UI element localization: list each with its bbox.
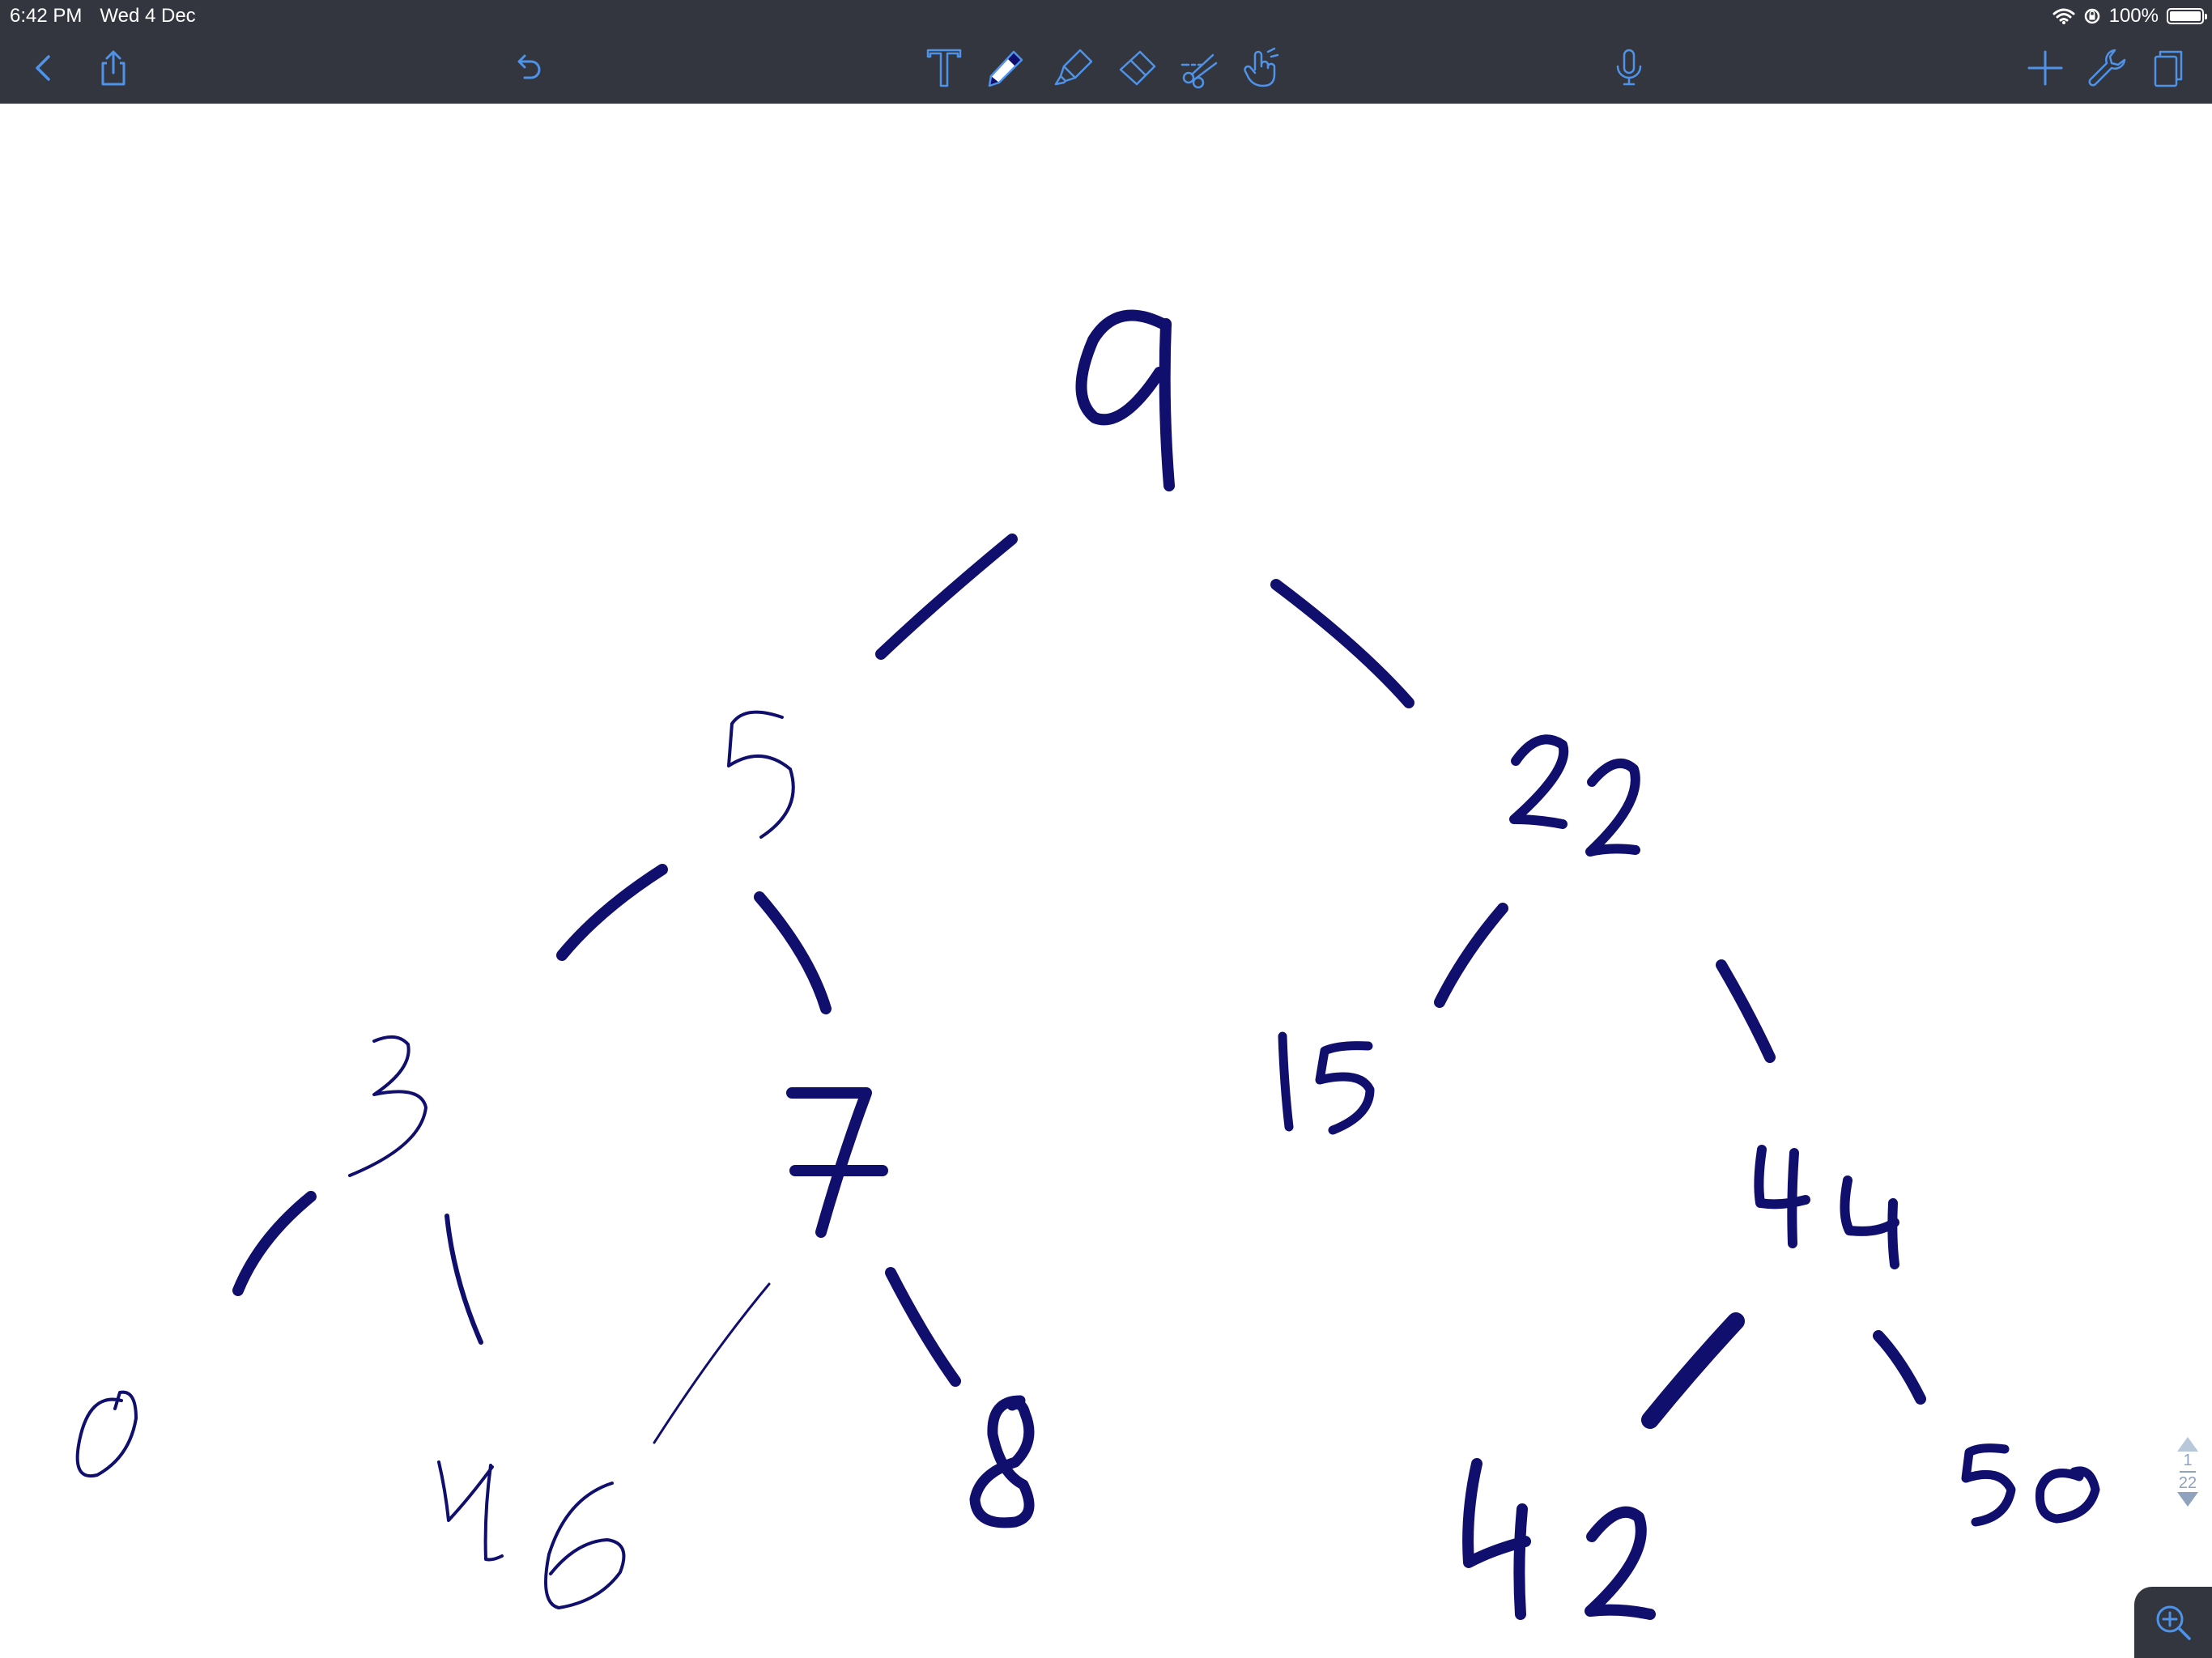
node-50	[1961, 1443, 2100, 1527]
node-0	[75, 1390, 138, 1478]
edge-7-6	[653, 1282, 771, 1444]
text-tool-icon	[926, 49, 962, 87]
node-42	[1462, 1458, 1656, 1620]
battery-icon	[2167, 8, 2207, 24]
orientation-lock-icon	[2084, 8, 2099, 24]
edge-3-4	[445, 1214, 483, 1345]
hand-pointer-icon	[1244, 47, 1279, 87]
node-8	[969, 1395, 1035, 1528]
undo-icon	[517, 54, 541, 79]
wrench-icon	[2088, 49, 2126, 87]
edge-9-22	[1270, 579, 1414, 708]
hand-tool-button[interactable]	[1234, 42, 1286, 94]
microphone-icon	[1616, 49, 1642, 86]
add-page-button[interactable]	[2019, 42, 2071, 94]
pen-tool-icon	[988, 50, 1023, 87]
text-tool-button[interactable]	[918, 42, 970, 94]
toolbar	[0, 32, 2212, 104]
wifi-icon	[2052, 8, 2075, 24]
pen-tool-button[interactable]	[978, 42, 1030, 94]
previous-page-icon[interactable]	[2177, 1437, 2198, 1452]
total-pages-number: 22	[2178, 1474, 2197, 1492]
status-bar: 6:42 PM Wed 4 Dec 100%	[0, 0, 2212, 32]
node-22	[1509, 734, 1640, 857]
status-time: 6:42 PM	[10, 5, 83, 27]
note-canvas[interactable]	[0, 104, 2212, 1658]
status-time-date: 6:42 PM Wed 4 Dec	[10, 5, 214, 28]
undo-button[interactable]	[502, 42, 554, 94]
handwriting-layer	[75, 309, 2100, 1620]
eraser-tool-button[interactable]	[1111, 42, 1163, 94]
node-7	[786, 1087, 888, 1238]
edge-22-44	[1716, 959, 1776, 1063]
node-3	[348, 1035, 428, 1177]
node-15	[1278, 1031, 1375, 1135]
node-4	[437, 1460, 504, 1562]
back-icon	[36, 55, 50, 81]
highlighter-tool-button[interactable]	[1048, 42, 1100, 94]
highlighter-tool-icon	[1054, 49, 1093, 86]
pages-icon	[2154, 50, 2183, 87]
current-page-number: 1	[2183, 1452, 2193, 1469]
lasso-scissors-icon	[1180, 53, 1218, 89]
zoom-in-icon	[2156, 1605, 2191, 1640]
pages-button[interactable]	[2142, 42, 2194, 94]
add-icon	[2027, 50, 2063, 86]
edge-5-3	[556, 864, 668, 961]
tree-edges	[232, 534, 1926, 1444]
node-9	[1075, 309, 1175, 491]
next-page-icon[interactable]	[2177, 1492, 2198, 1507]
settings-button[interactable]	[2081, 42, 2133, 94]
status-date: Wed 4 Dec	[100, 5, 196, 27]
edge-44-50	[1873, 1330, 1926, 1405]
lasso-tool-button[interactable]	[1174, 42, 1226, 94]
edge-5-7	[754, 891, 832, 1014]
edge-44-42	[1641, 1312, 1745, 1429]
edge-3-0	[232, 1191, 317, 1296]
microphone-button[interactable]	[1603, 42, 1655, 94]
share-icon	[101, 50, 125, 86]
node-6	[544, 1482, 626, 1609]
zoom-button[interactable]	[2134, 1587, 2212, 1658]
page-indicator: 1 22	[2170, 1437, 2206, 1550]
eraser-tool-icon	[1119, 50, 1156, 86]
edge-7-8	[885, 1267, 961, 1387]
page-divider	[2180, 1471, 2196, 1473]
node-5	[727, 710, 795, 839]
status-indicators: 100%	[2052, 3, 2207, 29]
edge-9-5	[875, 534, 1018, 660]
battery-percentage: 100%	[2108, 5, 2159, 27]
node-44	[1754, 1145, 1899, 1269]
edge-22-15	[1434, 903, 1508, 1008]
share-button[interactable]	[87, 42, 139, 94]
back-button[interactable]	[18, 42, 70, 94]
